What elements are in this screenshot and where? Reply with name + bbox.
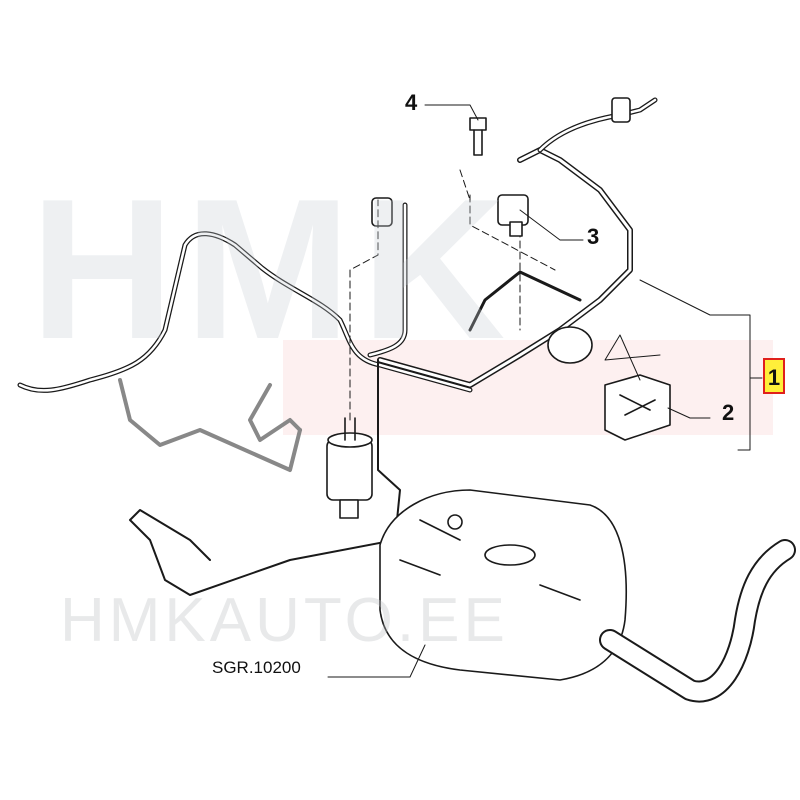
thin-line — [129, 359, 401, 596]
callout-3: 3 — [587, 224, 600, 249]
connector-top-right — [611, 97, 631, 123]
reference-code: SGR.10200 — [212, 658, 301, 677]
hose-left-lower — [118, 378, 302, 472]
connector-top — [371, 197, 393, 227]
fuel-tank — [379, 489, 628, 681]
callout-1-highlighted[interactable]: 1 — [763, 358, 785, 394]
fuel-line-vertical — [367, 202, 408, 358]
valve-part-3 — [497, 194, 529, 237]
bracket-part-2 — [604, 374, 671, 441]
watermark-auto-band — [283, 340, 773, 435]
callout-2: 2 — [722, 400, 735, 425]
bolt-part-4 — [469, 117, 487, 156]
fuel-filter — [326, 417, 373, 519]
callout-4: 4 — [405, 90, 418, 115]
canister — [547, 326, 593, 364]
